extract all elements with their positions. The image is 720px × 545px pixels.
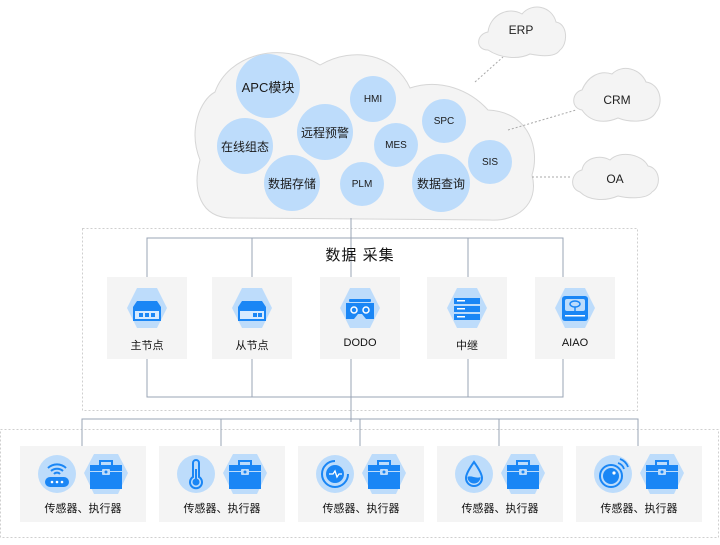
wifi-router-icon	[38, 455, 76, 493]
module-mes[interactable]: MES	[374, 123, 418, 167]
node-label: 主节点	[130, 340, 164, 352]
toolbox-icon	[362, 454, 406, 494]
module-apc[interactable]: APC模块	[236, 54, 300, 118]
module-sis[interactable]: SIS	[468, 140, 512, 184]
node-label: DODO	[343, 337, 377, 349]
device-label: 传感器、执行器	[461, 503, 539, 515]
toolbox-icon	[84, 454, 128, 494]
device-label: 传感器、执行器	[322, 503, 400, 515]
crm-cloud	[573, 67, 661, 122]
collection-frame	[82, 228, 638, 411]
thermometer-icon	[177, 455, 215, 493]
module-spc[interactable]: SPC	[422, 99, 466, 143]
device-group-5[interactable]: 传感器、执行器	[576, 446, 702, 522]
device-label: 传感器、执行器	[44, 503, 122, 515]
module-remote-alarm[interactable]: 远程预警	[297, 104, 353, 160]
node-label: 从节点	[235, 340, 269, 352]
node-label: AIAO	[561, 337, 589, 349]
device-group-2[interactable]: 传感器、执行器	[159, 446, 285, 522]
collection-title: 数据 采集	[325, 247, 395, 264]
module-hmi[interactable]: HMI	[350, 76, 396, 122]
module-online-config[interactable]: 在线组态	[217, 118, 273, 174]
hard-drive-icon	[555, 288, 595, 328]
device-group-3[interactable]: 传感器、执行器	[298, 446, 424, 522]
rack-server-icon	[447, 288, 487, 328]
node-label: 中继	[456, 340, 478, 352]
device-label: 传感器、执行器	[600, 503, 678, 515]
toolbox-icon	[501, 454, 545, 494]
toolbox-icon	[223, 454, 267, 494]
pulse-gauge-icon	[316, 455, 354, 493]
erp-link	[474, 56, 504, 83]
external-oa[interactable]: OA	[606, 172, 624, 186]
external-crm[interactable]: CRM	[603, 93, 631, 107]
node-master[interactable]: 主节点	[107, 277, 187, 359]
bottom-bus	[146, 359, 564, 398]
devices-frame	[0, 429, 719, 538]
server-two-dots-icon	[232, 288, 272, 328]
camera-signal-icon	[594, 455, 632, 493]
device-group-4[interactable]: 传感器、执行器	[437, 446, 563, 522]
device-group-1[interactable]: 传感器、执行器	[20, 446, 146, 522]
node-relay[interactable]: 中继	[427, 277, 507, 359]
module-data-storage[interactable]: 数据存储	[264, 155, 320, 211]
node-aiao[interactable]: AIAO	[535, 277, 615, 359]
oa-cloud	[572, 153, 659, 200]
module-data-query[interactable]: 数据查询	[412, 154, 470, 212]
top-bus	[146, 237, 564, 277]
module-plm[interactable]: PLM	[340, 162, 384, 206]
water-drop-icon	[455, 455, 493, 493]
device-label: 传感器、执行器	[183, 503, 261, 515]
toolbox-icon	[640, 454, 684, 494]
server-three-dots-icon	[127, 288, 167, 328]
node-slave[interactable]: 从节点	[212, 277, 292, 359]
erp-cloud	[478, 6, 566, 58]
vr-goggles-icon	[340, 288, 380, 328]
external-erp[interactable]: ERP	[508, 23, 534, 37]
node-dodo[interactable]: DODO	[320, 277, 400, 359]
